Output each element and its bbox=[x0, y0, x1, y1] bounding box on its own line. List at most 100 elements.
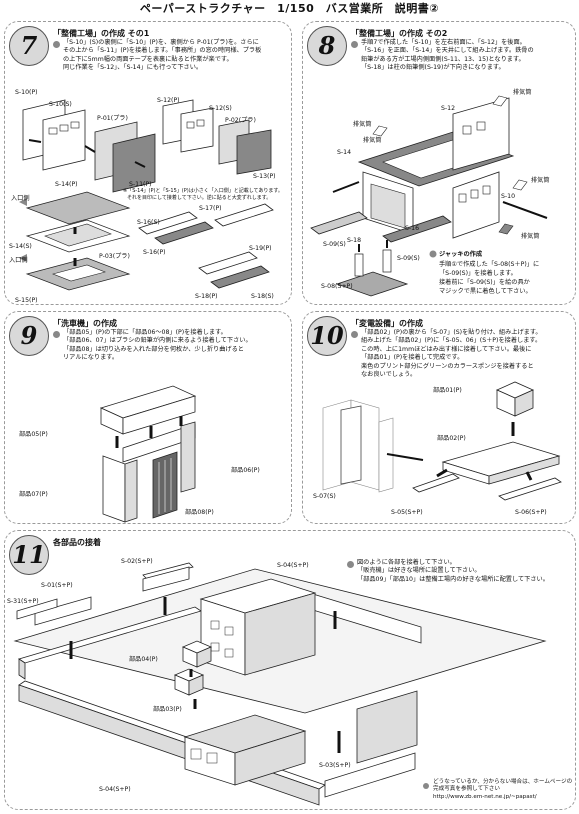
panel-step-8: 8 「整備工場」の作成 その2 手順7で作成した「S-10」を左右前面に、「S-… bbox=[302, 21, 576, 305]
step-10-title: 「変電設備」の作成 bbox=[351, 319, 423, 328]
label-s13p: S-13(P) bbox=[253, 173, 276, 180]
label-s12p: S-12(P) bbox=[157, 97, 180, 104]
step-7-title: 「整備工場」の作成 その1 bbox=[53, 29, 150, 38]
step-number-8: 8 bbox=[307, 26, 347, 66]
label-s16: S-16 bbox=[405, 225, 419, 232]
jack-assembly bbox=[335, 240, 409, 297]
label-s01: S-01(S+P) bbox=[41, 582, 73, 589]
label-p02: P-02(プラ) bbox=[225, 117, 256, 124]
label-s14s: S-14(S) bbox=[9, 243, 32, 250]
label-s19p: S-19(P) bbox=[249, 245, 272, 252]
step-7-note-2: それを目印にして接着して下さい。逆に貼ると大変ずれします。 bbox=[127, 194, 271, 201]
label-s09s-2: S-09(S) bbox=[397, 255, 420, 262]
step-number-7: 7 bbox=[9, 26, 49, 66]
label-s17p: S-17(P) bbox=[199, 205, 222, 212]
label-iriguchi-1: 入口側 bbox=[11, 194, 30, 202]
step-number-10: 10 bbox=[307, 316, 347, 356]
label-s16s: S-16(S) bbox=[137, 219, 160, 226]
label-s04a: S-04(S+P) bbox=[277, 562, 309, 569]
step-7-diagram: S-10(P) S-10(S) P-01(プラ) S-11(P) S-12(P)… bbox=[9, 89, 283, 304]
label-haiki-5: 排気筒 bbox=[521, 232, 540, 240]
wall-piece-s10 bbox=[22, 99, 156, 193]
panel-step-9: 9 「洗車機」の作成 「部品05」(P)の下部に「部品06〜08」(P)を接着し… bbox=[4, 311, 292, 524]
jack-text-1: 手順①で作成した「S-08(S＋P)」に bbox=[439, 260, 539, 268]
bullet-icon bbox=[351, 41, 358, 48]
step-number-11: 11 bbox=[9, 535, 49, 575]
label-s14: S-14 bbox=[337, 149, 351, 156]
jack-text-4: マジックで黒に着色して下さい。 bbox=[439, 287, 532, 295]
label-s18p: S-18(P) bbox=[195, 293, 218, 300]
step-11-title: 各部品の接着 bbox=[53, 538, 101, 547]
label-s16p: S-16(P) bbox=[143, 249, 166, 256]
jack-text-3: 接着前に「S-09(S)」を絵の具か bbox=[439, 278, 530, 286]
label-b07: 部品07(P) bbox=[19, 490, 48, 498]
label-s06: S-06(S+P) bbox=[515, 509, 547, 516]
step-9-instructions: 「部品05」(P)の下部に「部品06〜08」(P)を接着します。「部品06、07… bbox=[63, 329, 252, 362]
transformer-assembly bbox=[322, 381, 562, 501]
label-s10p: S-10(P) bbox=[15, 89, 38, 96]
footer-note: どうなっているか、分からない場合は、ホームページの 完成写真を参照して下さい h… bbox=[433, 779, 573, 800]
label-b03: 部品03(P) bbox=[153, 705, 182, 713]
label-haiki-4: 排気筒 bbox=[531, 176, 550, 184]
label-b05: 部品05(P) bbox=[19, 430, 48, 438]
label-b01: 部品01(P) bbox=[433, 386, 462, 394]
label-s15p: S-15(P) bbox=[15, 297, 38, 304]
car-wash-assembly bbox=[99, 385, 197, 523]
label-s03: S-03(S+P) bbox=[319, 762, 351, 769]
label-s31: S-31(S+P) bbox=[7, 598, 39, 605]
step-10-instructions: 「部品02」(P)の裏から「S-07」(S)を貼り付け、組み上げます。組み上げた… bbox=[361, 329, 542, 379]
step-11-diagram: S-02(S+P) S-04(S+P) S-01(S+P) S-31(S+P) … bbox=[7, 558, 547, 806]
label-s18s: S-18(S) bbox=[251, 293, 274, 300]
bullet-icon bbox=[53, 41, 60, 48]
label-haiki-2: 排気筒 bbox=[363, 136, 382, 144]
label-s08: S-08(S+P) bbox=[321, 283, 353, 290]
step-11-instructions: 図のように各部を接着して下さい。「販売機」は好きな場所に設置して下さい。「部品0… bbox=[357, 559, 549, 583]
final-layout bbox=[13, 562, 547, 806]
bullet-icon bbox=[351, 331, 358, 338]
label-p03: P-03(プラ) bbox=[99, 253, 130, 260]
label-s12: S-12 bbox=[441, 105, 455, 112]
garage-assembly bbox=[310, 95, 548, 243]
label-s10: S-10 bbox=[501, 193, 515, 200]
jack-text-2: 「S-09(S)」を接着します。 bbox=[439, 269, 517, 277]
step-9-title: 「洗車機」の作成 bbox=[53, 319, 117, 328]
label-haiki-1: 排気筒 bbox=[353, 120, 372, 128]
panel-step-10: 10 「変電設備」の作成 「部品02」(P)の裏から「S-07」(S)を貼り付け… bbox=[302, 311, 576, 524]
label-p01: P-01(プラ) bbox=[97, 115, 128, 122]
jack-title: ジャッキの作成 bbox=[439, 250, 483, 258]
label-s05: S-05(S+P) bbox=[391, 509, 423, 516]
bullet-icon bbox=[423, 783, 429, 789]
step-10-diagram: 部品01(P) 部品02(P) S-07(S) S-05(S+P) S-06(S… bbox=[313, 381, 562, 516]
label-b04: 部品04(P) bbox=[129, 655, 158, 663]
label-s14p: S-14(P) bbox=[55, 181, 78, 188]
label-s12s: S-12(S) bbox=[209, 105, 232, 112]
label-iriguchi-2: 入口側 bbox=[9, 256, 28, 264]
label-b08: 部品08(P) bbox=[185, 508, 214, 516]
label-haiki-3: 排気筒 bbox=[513, 88, 532, 96]
step-8-title: 「整備工場」の作成 その2 bbox=[351, 29, 448, 38]
label-s18: S-18 bbox=[347, 237, 361, 244]
label-s04b: S-04(S+P) bbox=[99, 786, 131, 793]
label-s10s: S-10(S) bbox=[49, 101, 72, 108]
page-title: ペーパーストラクチャー 1/150 バス営業所 説明書② bbox=[139, 2, 440, 15]
panel-step-11: 11 各部品の接着 図のように各部を接着して下さい。「販売機」は好きな場所に設置… bbox=[4, 530, 576, 810]
footer-url[interactable]: http://www.zb.em-net.ne.jp/~papast/ bbox=[433, 793, 537, 800]
bullet-icon bbox=[347, 561, 354, 568]
label-b06: 部品06(P) bbox=[231, 466, 260, 474]
step-number-9: 9 bbox=[9, 316, 49, 356]
strip-pieces bbox=[138, 203, 274, 289]
step-7-note-1: ※「S-14」(P)と「S-15」(P)は小さく「入口側」と記載してあります。 bbox=[123, 187, 283, 194]
roof-piece-s14 bbox=[19, 191, 131, 291]
wall-piece-s12 bbox=[162, 99, 272, 175]
step-8-diagram: 排気筒 排気筒 S-12 排気筒 S-14 排気筒 S-10 S-18 S-16… bbox=[310, 88, 550, 297]
step-9-diagram: 部品05(P) 部品06(P) 部品07(P) 部品08(P) bbox=[19, 385, 260, 523]
bullet-icon bbox=[53, 331, 60, 338]
label-b02: 部品02(P) bbox=[437, 434, 466, 442]
step-8-instructions: 手順7で作成した「S-10」を左右前面に、「S-12」を後面。「S-16」を正面… bbox=[361, 39, 534, 72]
label-s09s-1: S-09(S) bbox=[323, 241, 346, 248]
step-7-instructions: 「S-10」(S)の裏側に「S-10」(P)を、裏側から P-01(プラ)を。さ… bbox=[63, 39, 262, 72]
label-s02: S-02(S+P) bbox=[121, 558, 153, 565]
label-s11p: S-11(P) bbox=[129, 181, 152, 188]
label-s07: S-07(S) bbox=[313, 493, 336, 500]
bullet-icon bbox=[429, 250, 437, 258]
